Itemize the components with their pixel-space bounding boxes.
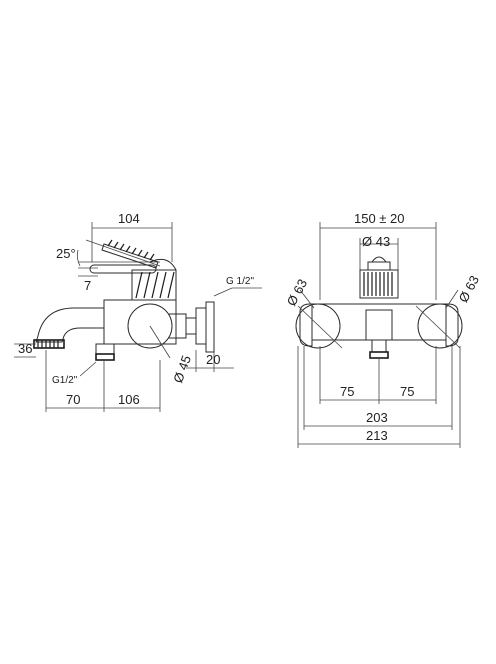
front-view: 150 ± 20 Ø 43 [284,211,482,448]
dim-label-20: 20 [206,352,220,367]
side-view: 104 25° 7 [14,211,262,412]
dim-line-left-diam63 [299,289,315,309]
dim-label-7: 7 [84,278,91,293]
wall-connection [195,287,262,353]
dim-line-right-diam63 [445,289,459,309]
dim-label-104: 104 [118,211,140,226]
lever-tilted [101,239,159,269]
dim-label-diam43: Ø 43 [362,234,390,249]
center-cartridge [359,256,399,299]
spout [33,307,104,349]
thread-label: G 1/2" [226,276,254,287]
dim-label-70: 70 [66,392,80,407]
dim-label-150: 150 ± 20 [354,211,405,226]
dim-label-left-diam63: Ø 63 [284,277,310,309]
front-outlet [365,309,393,359]
dim-label-106: 106 [118,392,140,407]
mixer-body [103,299,197,349]
right-eccentric [417,303,463,349]
angle-arc [76,249,81,267]
angle-line [85,239,161,267]
front-body [295,303,463,349]
dim-label-right-75: 75 [400,384,414,399]
dim-label-right-diam63: Ø 63 [456,273,482,305]
dim-label-36: 36 [18,341,32,356]
lower-outlet [79,343,115,377]
dim-label-203: 203 [366,410,388,425]
dim-label-diam45: Ø 45 [170,353,194,385]
angle-label: 25° [56,246,76,261]
dim-label-213: 213 [366,428,388,443]
left-eccentric [295,303,341,349]
inlet-thread-label: G1/2" [52,375,78,386]
dim-label-left-75: 75 [340,384,354,399]
dim-line-diam45 [149,325,171,359]
lever-horizontal [89,264,157,274]
